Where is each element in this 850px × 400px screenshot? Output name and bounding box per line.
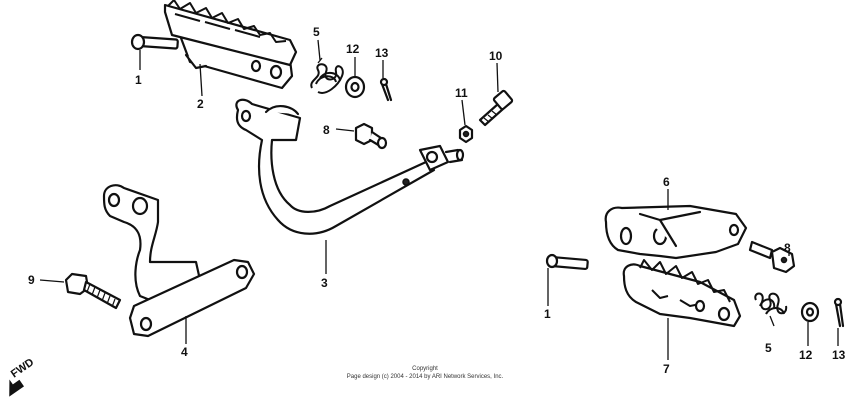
callout-4: 4 (181, 345, 188, 359)
fwd-label: FWD (9, 356, 36, 380)
fwd-arrow-icon (9, 379, 24, 397)
cotter-pin-right (833, 297, 845, 328)
footpeg-bracket-right (604, 204, 748, 260)
callout-12-right: 12 (799, 348, 813, 362)
callout-13-top: 13 (375, 46, 389, 60)
pin-part-top (130, 33, 179, 51)
callout-7: 7 (663, 362, 670, 376)
spring-top (310, 57, 344, 94)
washer-top (344, 75, 366, 99)
copyright-line-1: Copyright (412, 366, 438, 372)
bolt-9 (64, 272, 122, 310)
spring-right (754, 292, 788, 327)
callout-5-right: 5 (765, 341, 772, 355)
bolt-8-top (354, 122, 388, 150)
callout-10: 10 (489, 49, 503, 63)
callout-3: 3 (321, 276, 328, 290)
cotter-pin-top (379, 77, 393, 102)
callout-1-right: 1 (544, 307, 551, 321)
leader-lines (39, 39, 839, 360)
callout-6: 6 (663, 175, 670, 189)
callout-2: 2 (197, 97, 204, 111)
fwd-arrow: FWD (9, 356, 36, 397)
callout-8-right: 8 (784, 241, 791, 255)
callout-9: 9 (28, 273, 35, 287)
brake-pedal-arm (235, 98, 465, 235)
callout-12-top: 12 (346, 42, 360, 56)
footpeg-top (163, 0, 298, 90)
callout-13-right: 13 (832, 348, 846, 362)
bolt-10 (478, 89, 514, 127)
copyright-line-2: Page design (c) 2004 - 2014 by ARI Netwo… (347, 374, 504, 380)
callout-labels: 1 2 5 12 13 10 11 8 3 9 4 6 8 1 7 5 12 1… (28, 25, 846, 376)
pin-part-right (545, 253, 589, 271)
copyright-notice: Copyright Page design (c) 2004 - 2014 by… (347, 366, 504, 380)
footpeg-right (622, 259, 742, 328)
callout-8-top: 8 (323, 123, 330, 137)
nut-11 (458, 124, 474, 144)
footpeg-bracket-left (102, 184, 256, 338)
washer-right (800, 301, 820, 323)
callout-5-top: 5 (313, 25, 320, 39)
callout-1-top: 1 (135, 73, 142, 87)
callout-11: 11 (455, 86, 468, 100)
